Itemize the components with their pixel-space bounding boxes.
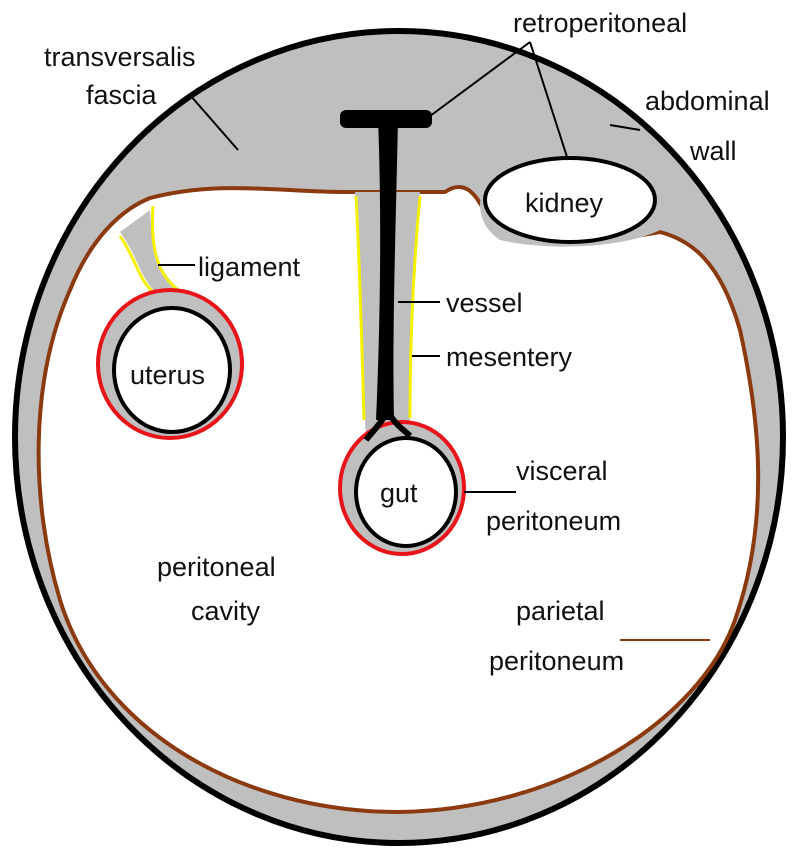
label-visceral-peritoneum-line2: peritoneum [486, 506, 621, 536]
label-uterus: uterus [130, 360, 205, 390]
label-peritoneal-cavity-line1: peritoneal [157, 552, 276, 582]
label-peritoneal-cavity-line2: cavity [191, 596, 261, 626]
label-gut: gut [380, 478, 418, 508]
label-visceral-peritoneum-line1: visceral [516, 456, 608, 486]
label-vessel: vessel [446, 288, 523, 318]
label-parietal-peritoneum-line2: peritoneum [489, 646, 624, 676]
label-transversalis-fascia-line1: transversalis [44, 42, 196, 72]
label-mesentery: mesentery [446, 342, 573, 372]
label-transversalis-fascia-line2: fascia [86, 80, 158, 110]
label-parietal-peritoneum-line1: parietal [516, 596, 605, 626]
label-ligament: ligament [198, 252, 301, 282]
label-retroperitoneal: retroperitoneal [513, 8, 687, 38]
label-abdominal-wall-line2: wall [689, 136, 737, 166]
label-abdominal-wall-line1: abdominal [645, 86, 770, 116]
label-kidney: kidney [525, 188, 604, 218]
